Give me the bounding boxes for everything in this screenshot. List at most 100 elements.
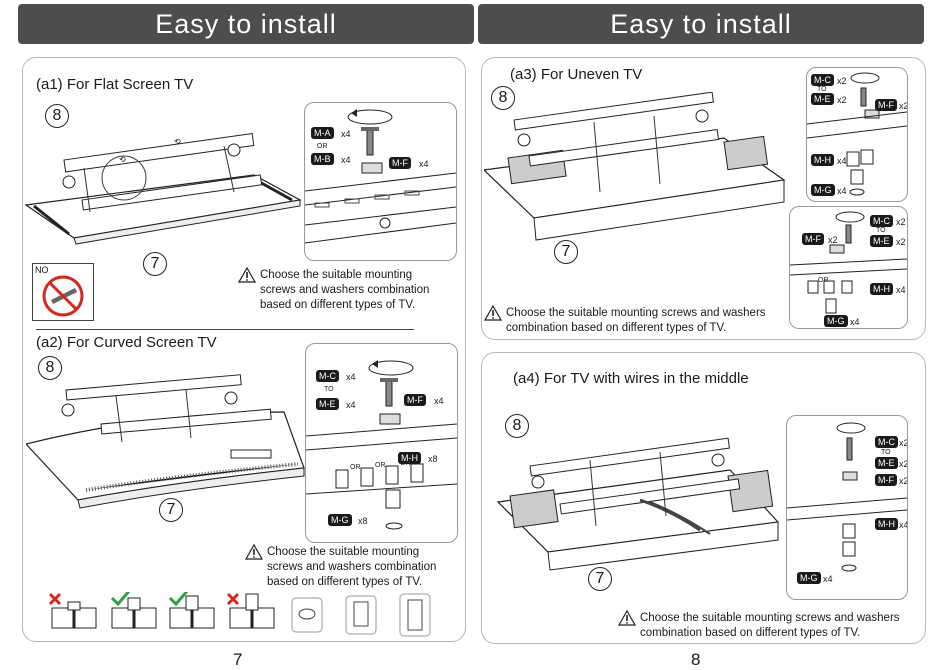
a4-callout-arm: 8 [505,414,529,438]
a4-callout-plate: 7 [588,567,612,591]
svg-text:⟲: ⟲ [119,155,126,164]
a3t-m-e-qty: x2 [837,95,847,105]
m-a-qty: x4 [341,129,351,139]
a2-caution-line-2: screws and washers combination [267,561,437,573]
m-c-qty: x4 [346,372,356,382]
a4-hardware-inset: M-C x2 TO M-E x2 M-F x2 M-H x4 M-G x4 [786,415,908,600]
a3t-m-g-label: M-G [811,184,835,196]
right-fit-2 [168,592,215,629]
a3b-m-c-label: M-C [870,215,893,227]
a2-title: (a2) For Curved Screen TV [36,334,217,351]
a4-title: (a4) For TV with wires in the middle [513,370,749,387]
m-a-label: M-A [311,127,334,139]
wrong-fit-1 [48,592,97,629]
m-g-qty: x8 [358,516,368,526]
a3-top-inset-drawing [807,72,907,196]
a3b-m-h-qty: x4 [896,285,906,295]
a1-title: (a1) For Flat Screen TV [36,76,194,93]
a2-tv-illustration [26,374,305,509]
warning-triangle-icon [484,305,502,321]
a2-or-2: OR [375,462,386,469]
a3-caution-line-2: combination based on different types of … [506,322,727,334]
a4-m-g-qty: x4 [823,574,833,584]
a3t-to-label: TO [817,86,827,93]
svg-text:⟲: ⟲ [174,137,181,146]
a2-caution-line-3: based on different types of TV. [267,576,423,588]
m-f-label: M-F [404,394,426,406]
m-g-label: M-G [328,514,352,526]
a1-no-label: NO [35,265,49,275]
a4-m-f-label: M-F [875,474,897,486]
a4-m-f-qty: x2 [899,476,908,486]
a1-caution: Choose the suitable mounting screws and … [238,267,463,313]
a1-callout-plate: 7 [143,252,167,276]
a3b-m-h-label: M-H [870,283,893,295]
red-x-icon [48,592,62,606]
left-page-number: 7 [233,650,243,669]
a2-to-label: TO [324,386,334,393]
red-x-icon [226,592,240,606]
a3b-m-f-qty: x2 [828,235,838,245]
left-banner-title: Easy to install [155,8,337,39]
prohibited-circle-icon [42,275,84,317]
a3b-m-f-label: M-F [802,233,824,245]
warning-triangle-icon [238,267,256,283]
warning-triangle-icon [618,610,636,626]
a1-caution-line-2: screws and washers combination [260,284,430,296]
a4-m-h-label: M-H [875,518,898,530]
a2-inset-drawing [306,360,457,530]
a3b-m-e-qty: x2 [896,237,906,247]
a4-inset-drawing [787,422,907,572]
a3-callout-arm: 8 [491,86,515,110]
a1-callout-arm: 8 [45,104,69,128]
a1-hardware-inset: M-A x4 OR M-B x4 M-F x4 [304,102,457,261]
a4-m-c-qty: x2 [899,438,908,448]
m-h-label: M-H [398,452,421,464]
a2-caution-line-1: Choose the suitable mounting [267,546,420,558]
a3t-m-c-qty: x2 [837,76,847,86]
a2-or-1: OR [350,464,361,471]
a4-m-g-label: M-G [797,572,821,584]
a1-or-label: OR [317,143,328,150]
a1-caution-line-3: based on different types of TV. [260,299,416,311]
a4-m-e-label: M-E [875,457,898,469]
warning-triangle-icon [245,544,263,560]
m-e-qty: x4 [346,400,356,410]
a3t-m-h-label: M-H [811,154,834,166]
m-f-qty: x4 [434,396,444,406]
m-h-qty: x8 [428,454,438,464]
a2-callout-plate: 7 [159,498,183,522]
a3b-to-label: TO [876,227,886,234]
a4-caution-line-2: combination based on different types of … [640,627,861,639]
a4-m-h-qty: x4 [899,520,908,530]
a2-hardware-inset: M-C x4 TO M-E x4 M-F x4 OR OR OR M-H x8 … [305,343,458,543]
m-b-label: M-B [311,153,334,165]
a3t-m-e-label: M-E [811,93,834,105]
a3-tv-illustration [484,92,786,241]
a2-caution: Choose the suitable mounting screws and … [245,544,460,590]
a1-caution-line-1: Choose the suitable mounting [260,269,413,281]
left-banner: Easy to install [18,4,474,44]
right-banner-title: Easy to install [610,8,792,39]
m-e-label: M-E [316,398,339,410]
a3-caution-line-1: Choose the suitable mounting screws and … [506,307,766,319]
right-fit-1 [110,592,157,629]
a3b-m-g-label: M-G [824,315,848,327]
a3b-m-g-qty: x4 [850,317,860,327]
a1-no-box: NO [32,263,94,321]
right-page-number: 8 [691,650,701,669]
a3-bottom-inset-drawing [790,211,907,314]
m-b-qty: x4 [341,155,351,165]
a3-title: (a3) For Uneven TV [510,66,643,83]
a4-caution: Choose the suitable mounting screws and … [618,610,923,641]
m-f-label: M-F [389,157,411,169]
a3b-m-e-label: M-E [870,235,893,247]
a3b-m-c-qty: x2 [896,217,906,227]
a1-tv-illustration: ⟲⟲ [24,132,302,245]
m-f-qty: x4 [419,159,429,169]
a3-caution: Choose the suitable mounting screws and … [484,305,789,336]
a1-a2-divider [36,329,414,330]
a3t-m-g-qty: x4 [837,186,847,196]
a3-bottom-inset: M-C x2 TO M-E x2 M-F x2 OR M-H x4 M-G x4 [789,206,908,329]
rotate-arrow-icon [351,109,357,117]
